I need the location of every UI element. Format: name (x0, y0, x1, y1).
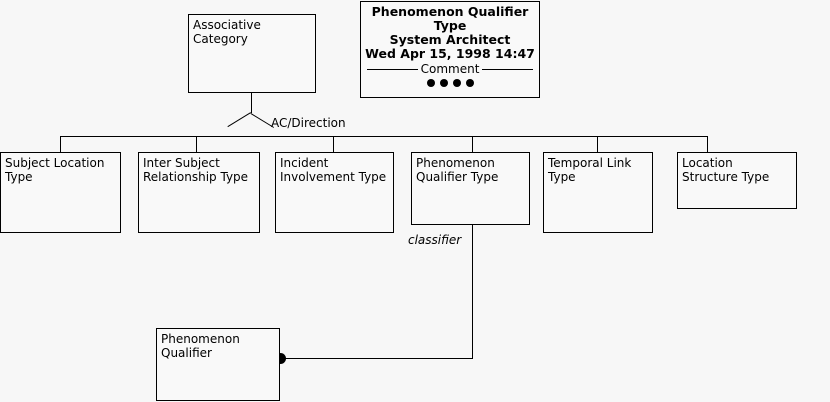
title-block-author: System Architect (389, 32, 511, 47)
class-box-label: Phenomenon Qualifier (161, 332, 240, 360)
class-box-label: Incident Involvement Type (280, 156, 387, 184)
comment-dots (361, 79, 539, 87)
generalization-label: AC/Direction (271, 116, 346, 130)
class-box-incident-involvement-type[interactable]: Incident Involvement Type (275, 152, 394, 233)
association-role-label: classifier (408, 233, 462, 247)
class-box-location-structure-type[interactable]: Location Structure Type (677, 152, 797, 209)
class-box-associative-category[interactable]: Associative Category (188, 14, 316, 93)
subclass-drop-6 (707, 136, 708, 153)
title-block-timestamp: Wed Apr 15, 1998 14:47 (365, 46, 535, 61)
title-block-name-cont: Type (433, 18, 467, 33)
generalization-bus-line (60, 136, 708, 137)
class-box-label: Subject Location Type (5, 156, 105, 184)
class-box-label: Inter Subject Relationship Type (143, 156, 249, 184)
comment-dot (426, 79, 435, 87)
class-box-inter-subject-relationship-type[interactable]: Inter Subject Relationship Type (138, 152, 260, 233)
comment-dot (439, 79, 448, 87)
comment-label: Comment (420, 62, 480, 76)
class-box-label: Associative Category (193, 18, 261, 46)
subclass-drop-4 (472, 136, 473, 153)
class-box-label: Phenomenon Qualifier Type (416, 156, 499, 184)
class-box-phenomenon-qualifier-type[interactable]: Phenomenon Qualifier Type (411, 152, 530, 225)
association-multiplicity-dot (275, 353, 286, 364)
comment-rule-right (482, 69, 534, 70)
association-horizontal-segment (283, 358, 473, 359)
association-vertical-segment (472, 225, 473, 358)
class-box-label: Temporal Link Type (548, 156, 632, 184)
subclass-drop-5 (597, 136, 598, 153)
generalization-triangle-left-edge (227, 112, 251, 128)
subclass-drop-2 (196, 136, 197, 153)
class-box-subject-location-type[interactable]: Subject Location Type (0, 152, 121, 233)
comment-dot (465, 79, 474, 87)
subclass-drop-3 (333, 136, 334, 153)
generalization-stem (251, 93, 252, 113)
comment-rule-left (367, 69, 418, 70)
title-block-name: Phenomenon Qualifier (371, 4, 529, 19)
class-box-label: Location Structure Type (682, 156, 770, 184)
subclass-drop-1 (60, 136, 61, 153)
class-box-phenomenon-qualifier[interactable]: Phenomenon Qualifier (156, 328, 280, 401)
comment-dot (452, 79, 461, 87)
title-block-comment-row: Comment (361, 63, 539, 76)
title-block: Phenomenon Qualifier Type System Archite… (360, 1, 540, 98)
class-box-temporal-link-type[interactable]: Temporal Link Type (543, 152, 653, 233)
